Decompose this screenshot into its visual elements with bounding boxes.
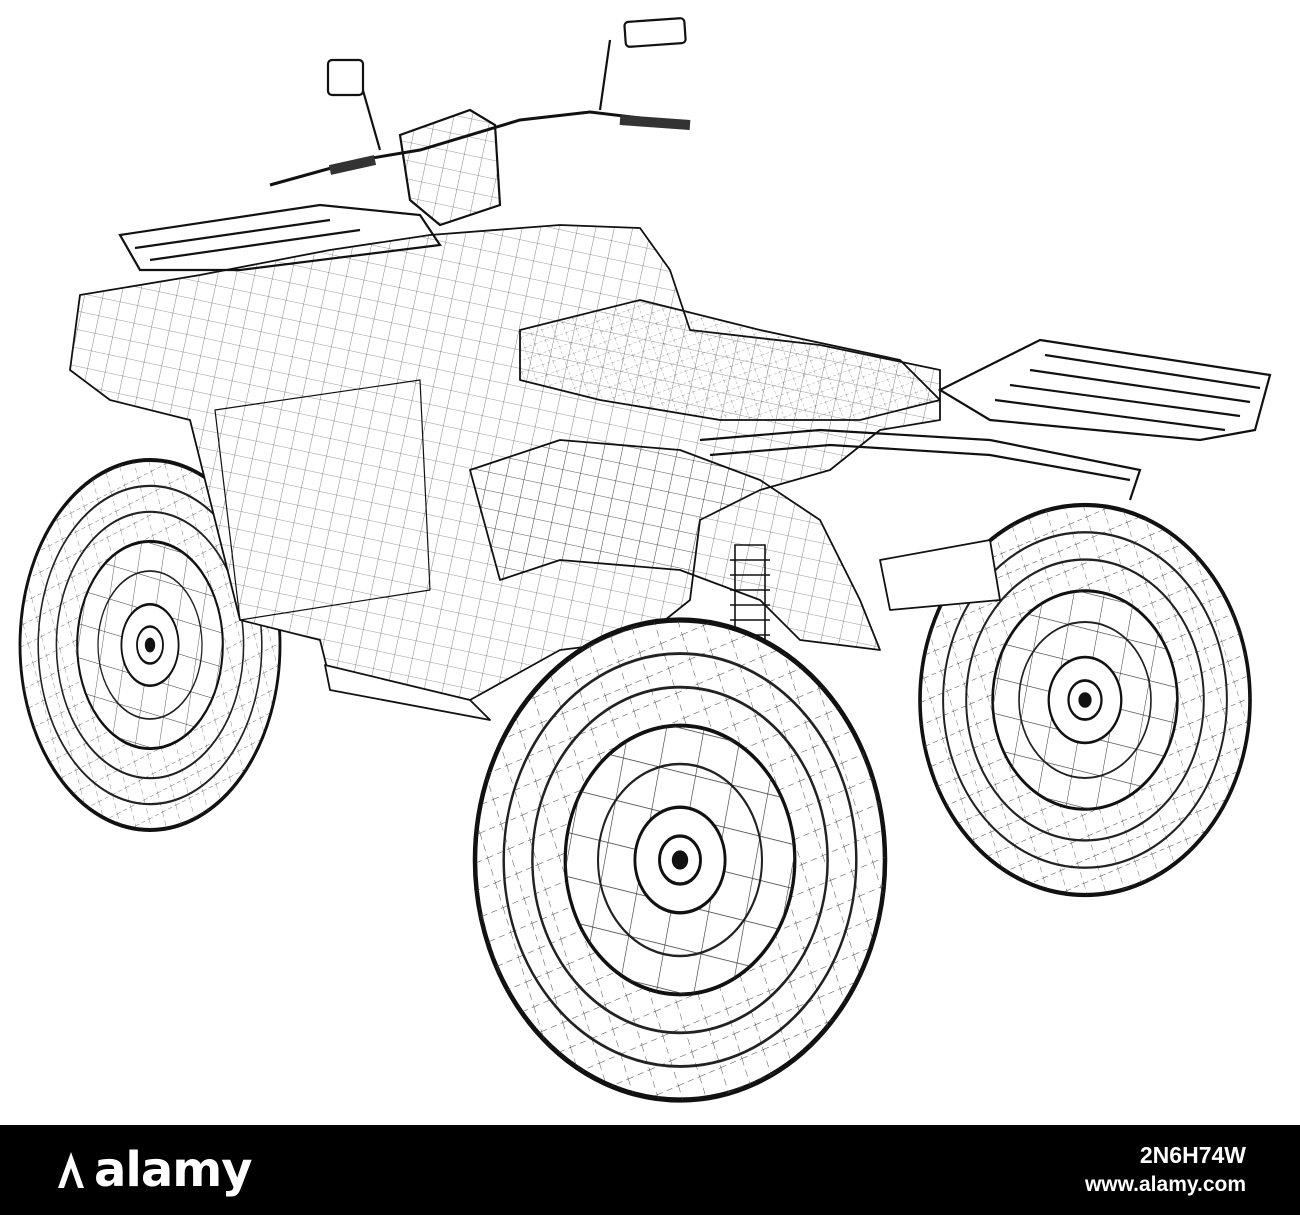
front-rack xyxy=(118,203,442,272)
rear-rack xyxy=(699,338,1272,501)
brand-name: alamy xyxy=(94,1142,253,1198)
site-url: www.alamy.com xyxy=(1084,1173,1246,1197)
image-meta: 2N6H74W www.alamy.com xyxy=(1085,1140,1246,1199)
front-wheel xyxy=(475,620,885,1100)
alamy-logo-mark-icon xyxy=(58,1152,84,1188)
alamy-logo: alamy xyxy=(54,1142,253,1198)
atv-wireframe-illustration xyxy=(0,17,1272,1125)
image-id: 2N6H74W xyxy=(1139,1142,1246,1169)
watermark-bar: alamy 2N6H74W www.alamy.com xyxy=(0,1125,1300,1215)
atv-body xyxy=(69,224,1001,721)
handlebars xyxy=(269,17,691,227)
